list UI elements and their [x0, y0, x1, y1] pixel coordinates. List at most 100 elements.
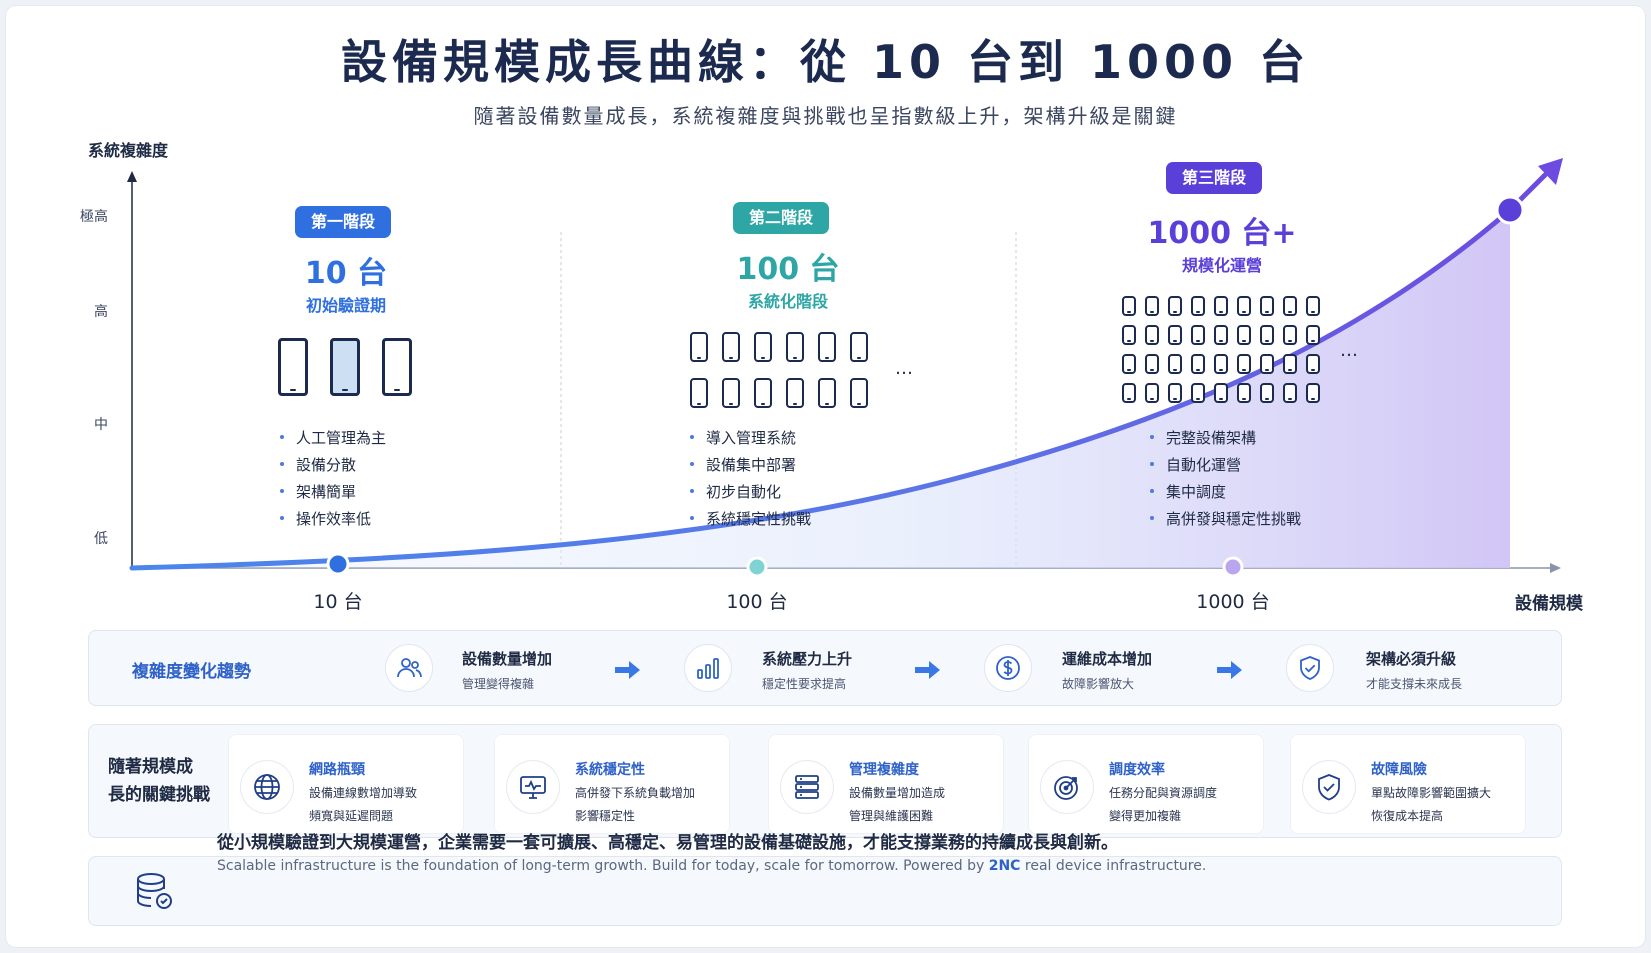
- list-item: 人工管理為主: [280, 425, 386, 452]
- users-icon: [385, 644, 433, 692]
- challenge-line2: 恢復成本提高: [1371, 809, 1444, 823]
- y-tick: 高: [94, 304, 108, 320]
- stage-2-badge: 第二階段: [733, 202, 830, 234]
- list-item: 操作效率低: [280, 506, 386, 533]
- challenges-label-line1: 隨著規模成: [108, 757, 193, 777]
- challenge-line2: 頻寬與延遲問題: [309, 809, 394, 823]
- stage-2-devices: [690, 332, 868, 408]
- bar-chart-icon: [684, 644, 732, 692]
- challenge-line1: 任務分配與資源調度: [1109, 786, 1218, 800]
- challenge-title: 故障風險: [1371, 762, 1427, 778]
- challenge-title: 系統穩定性: [575, 762, 645, 778]
- challenge-line2: 變得更加複雜: [1109, 809, 1182, 823]
- list-item: 高併發與穩定性挑戰: [1150, 506, 1301, 533]
- x-tick: 100 台: [726, 591, 788, 613]
- list-item: 設備集中部署: [690, 452, 811, 479]
- stage-1-name: 初始驗證期: [305, 296, 386, 315]
- y-axis-label: 系統複雜度: [88, 141, 169, 160]
- shield-check-icon: [1303, 761, 1355, 813]
- stage-1-badge: 第一階段: [295, 206, 392, 238]
- trend-label: 複雜度變化趨勢: [132, 662, 251, 682]
- device-icon: [330, 338, 360, 396]
- x-axis-arrow: [1550, 563, 1561, 573]
- challenge-card: 系統穩定性 高併發下系統負載增加 影響穩定性: [494, 734, 730, 834]
- footer-zh-text: 從小規模驗證到大規模運營，企業需要一套可擴展、高穩定、易管理的設備基礎設施，才能…: [217, 833, 1118, 853]
- arrow-right-icon: [915, 661, 940, 679]
- challenge-line1: 設備連線數增加導致: [309, 786, 418, 800]
- footer-en-text: Scalable infrastructure is the foundatio…: [217, 858, 1207, 874]
- challenge-line2: 管理與維護困難: [849, 809, 934, 823]
- challenge-title: 管理複雜度: [849, 762, 919, 778]
- list-item: 系統穩定性挑戰: [690, 506, 811, 533]
- page-title: 設備規模成長曲線：從 10 台到 1000 台: [340, 35, 1311, 89]
- stage-3-badge: 第三階段: [1166, 162, 1263, 194]
- device-icon: [278, 338, 308, 396]
- stage-3-ellipsis: …: [1340, 340, 1360, 361]
- curve-arrowhead: [1538, 158, 1563, 185]
- y-tick: 低: [94, 531, 108, 547]
- challenge-line1: 高併發下系統負載增加: [575, 786, 696, 800]
- trend-title: 設備數量增加: [462, 650, 553, 668]
- stage-3-name: 規模化運營: [1181, 256, 1262, 275]
- marker-10: [326, 552, 350, 576]
- challenge-title: 網路瓶頸: [309, 762, 365, 778]
- stage-3-count: 1000 台+: [1147, 216, 1297, 251]
- arrow-right-icon: [1217, 661, 1242, 679]
- growth-curve: [129, 172, 1548, 571]
- x-tick: 1000 台: [1196, 591, 1270, 613]
- list-item: 設備分散: [280, 452, 386, 479]
- database-check-icon: [132, 870, 176, 918]
- list-item: 導入管理系統: [690, 425, 811, 452]
- stage-2-ellipsis: …: [895, 358, 915, 379]
- marker-1000: [1222, 556, 1244, 578]
- globe-icon: [241, 761, 293, 813]
- challenges-label-line2: 長的關鍵挑戰: [108, 785, 210, 805]
- challenge-card: 調度效率 任務分配與資源調度 變得更加複雜: [1028, 734, 1264, 834]
- trend-sub: 故障影響放大: [1062, 677, 1135, 691]
- marker-end: [1495, 195, 1525, 225]
- stage-2-bullets: 導入管理系統 設備集中部署 初步自動化 系統穩定性挑戰: [690, 425, 811, 533]
- x-tick: 10 台: [313, 591, 363, 613]
- curve-area: [132, 210, 1510, 568]
- list-item: 集中調度: [1150, 479, 1301, 506]
- y-axis-arrow: [127, 171, 137, 182]
- list-item: 完整設備架構: [1150, 425, 1301, 452]
- list-item: 初步自動化: [690, 479, 811, 506]
- y-tick: 中: [94, 417, 108, 433]
- dollar-icon: [984, 644, 1032, 692]
- challenge-line1: 設備數量增加造成: [849, 786, 946, 800]
- monitor-icon: [507, 761, 559, 813]
- challenge-title: 調度效率: [1109, 762, 1165, 778]
- trend-sub: 穩定性要求提高: [762, 677, 847, 691]
- growth-chart: [127, 158, 1563, 578]
- stage-2-name: 系統化階段: [747, 292, 828, 311]
- target-icon: [1041, 761, 1093, 813]
- trend-title: 系統壓力上升: [762, 650, 853, 668]
- trend-sub: 管理變得複雜: [462, 677, 535, 691]
- stage-3-bullets: 完整設備架構 自動化運營 集中調度 高併發與穩定性挑戰: [1150, 425, 1301, 533]
- marker-100: [746, 556, 768, 578]
- page-subtitle: 隨著設備數量成長，系統複雜度與挑戰也呈指數級上升，架構升級是關鍵: [473, 104, 1178, 128]
- challenge-card: 故障風險 單點故障影響範圍擴大 恢復成本提高: [1290, 734, 1526, 834]
- server-icon: [781, 761, 833, 813]
- list-item: 架構簡單: [280, 479, 386, 506]
- stage-3-devices: [1122, 296, 1320, 403]
- footer-panel: [88, 856, 1562, 926]
- stage-1-count: 10 台: [304, 256, 388, 291]
- device-icon: [382, 338, 412, 396]
- y-tick: 極高: [80, 209, 108, 225]
- stage-1-bullets: 人工管理為主 設備分散 架構簡單 操作效率低: [280, 425, 386, 533]
- x-axis-label: 設備規模: [1515, 594, 1583, 614]
- stage-1-devices: [278, 338, 412, 396]
- trend-sub: 才能支撐未來成長: [1366, 677, 1463, 691]
- challenge-line1: 單點故障影響範圍擴大: [1371, 786, 1492, 800]
- trend-title: 運維成本增加: [1062, 650, 1153, 668]
- challenge-line2: 影響穩定性: [575, 809, 636, 823]
- trend-title: 架構必須升級: [1366, 650, 1457, 668]
- shield-icon: [1286, 644, 1334, 692]
- challenge-card: 網路瓶頸 設備連線數增加導致 頻寬與延遲問題: [228, 734, 464, 834]
- brand-name: 2NC: [988, 858, 1021, 874]
- list-item: 自動化運營: [1150, 452, 1301, 479]
- challenge-card: 管理複雜度 設備數量增加造成 管理與維護困難: [768, 734, 1004, 834]
- stage-2-count: 100 台: [736, 252, 840, 287]
